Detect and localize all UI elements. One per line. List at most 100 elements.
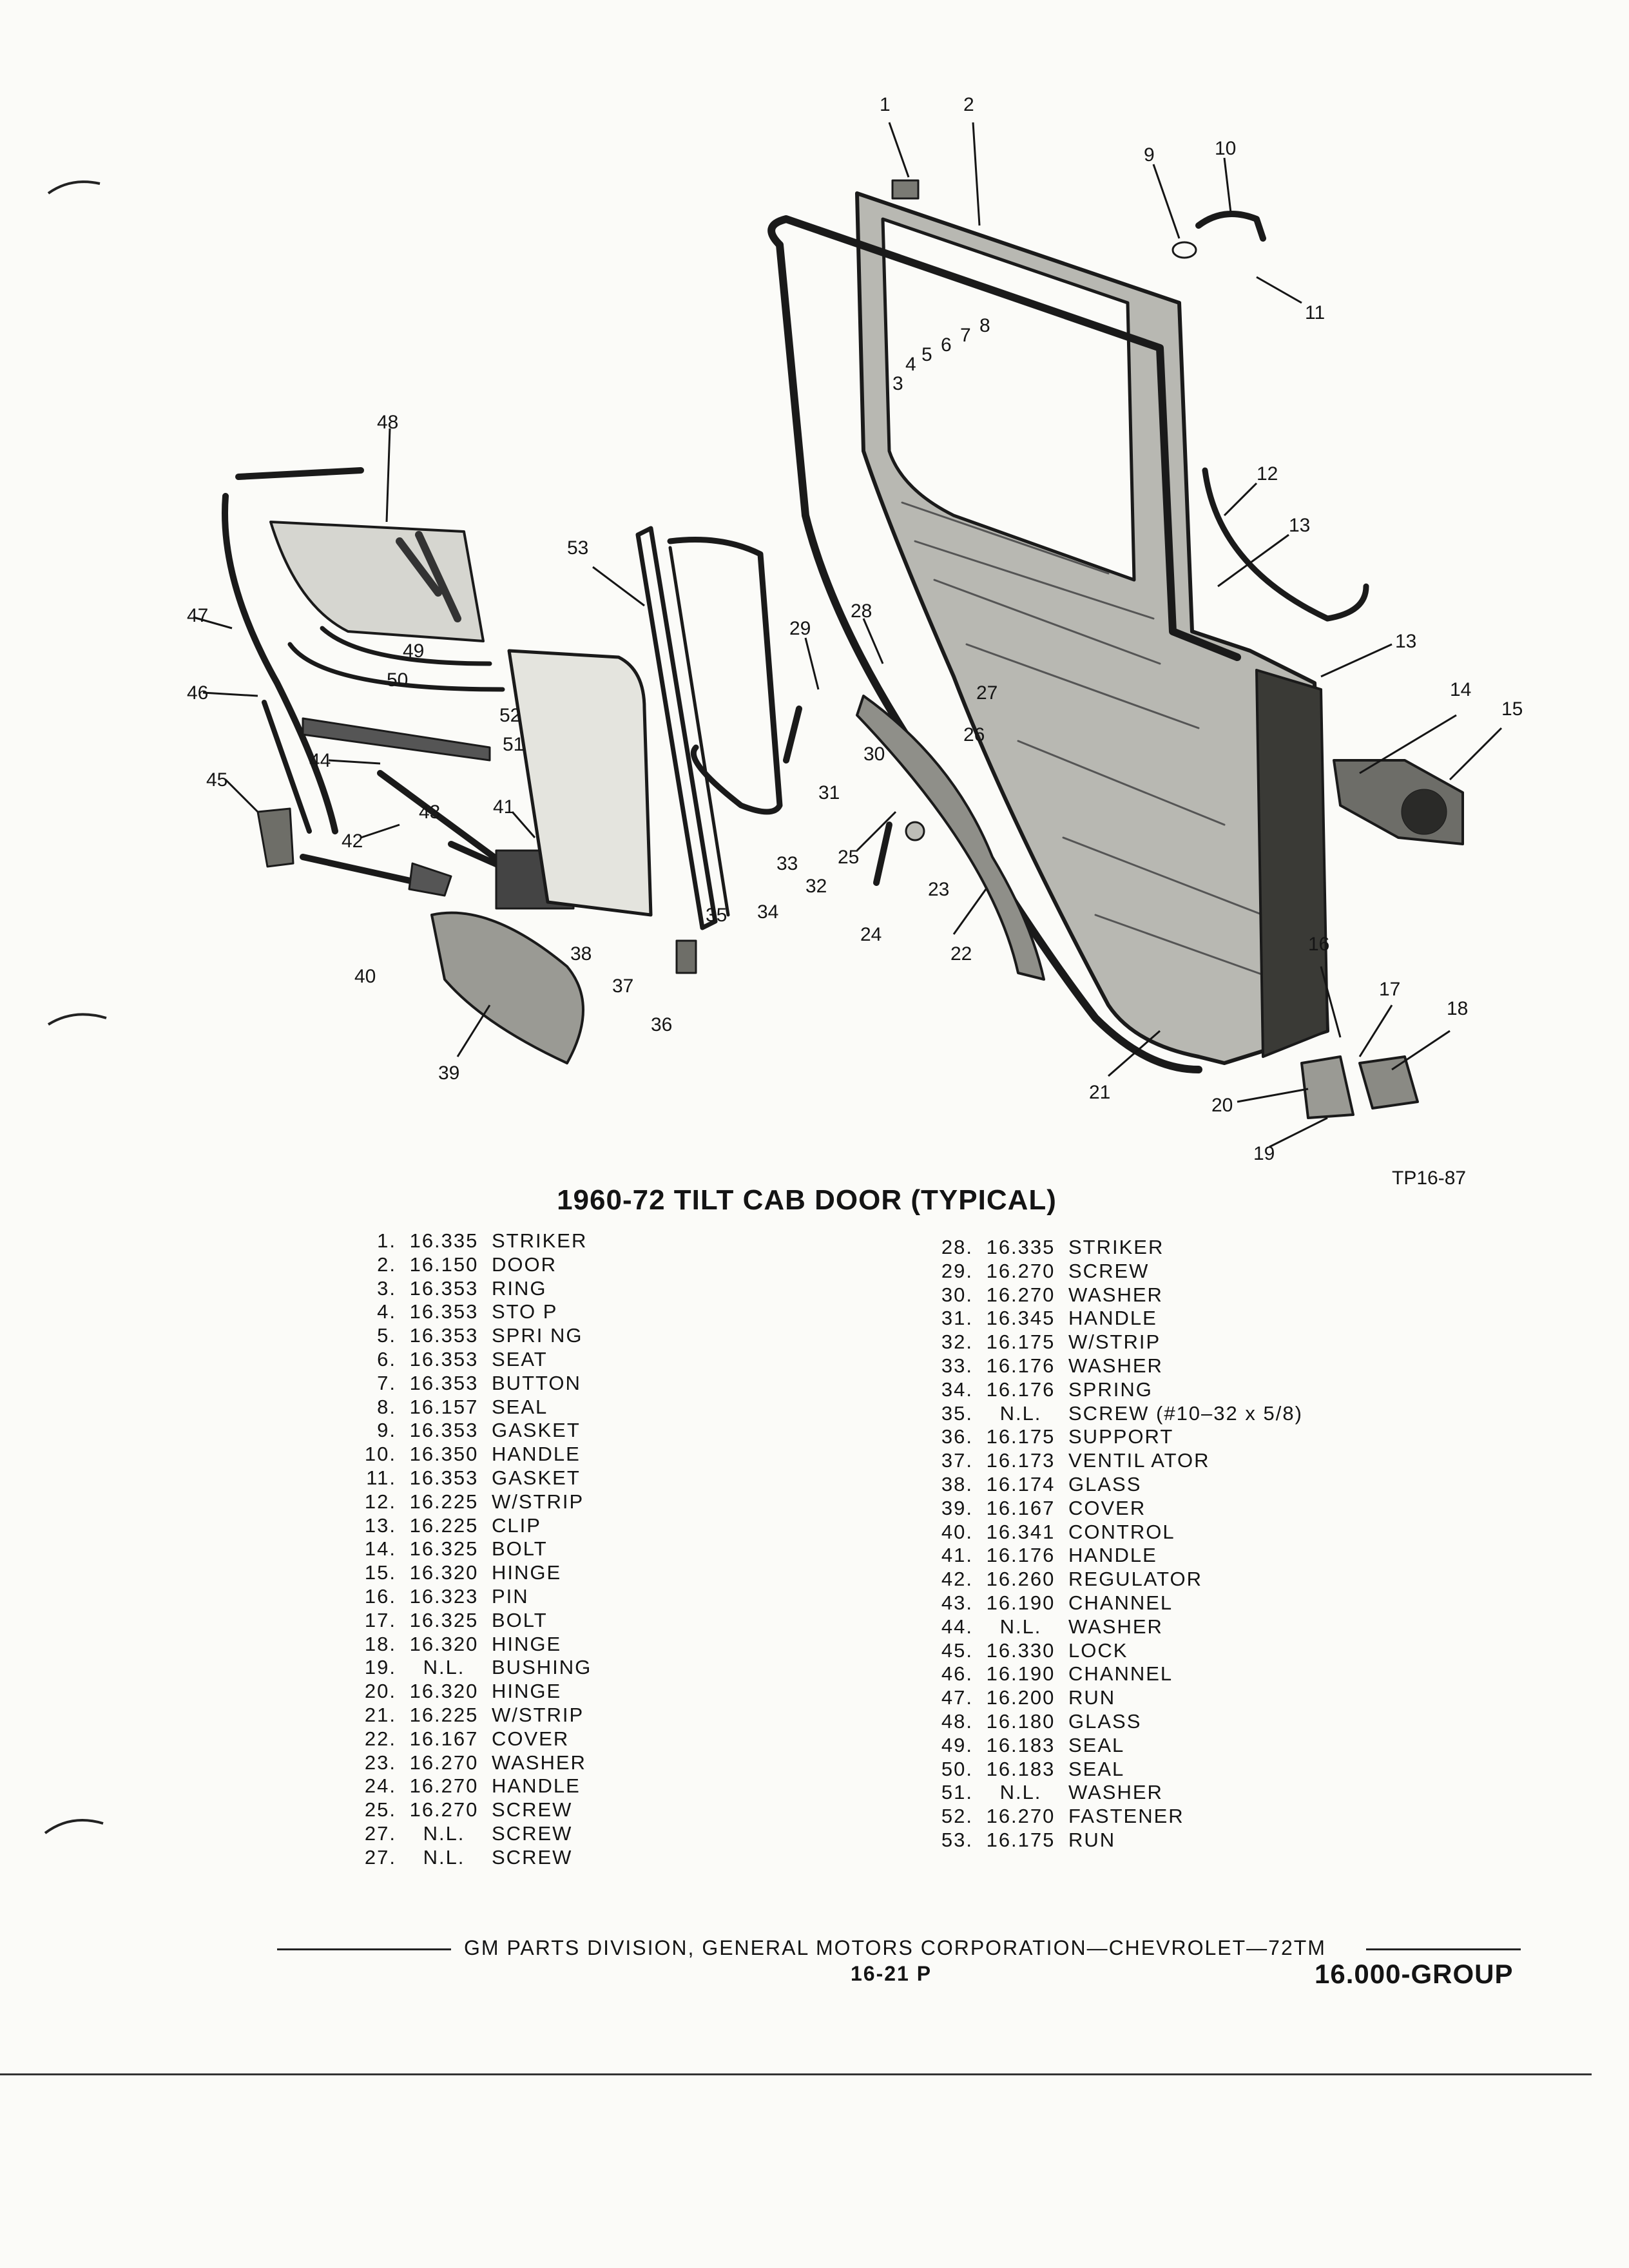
gasket-9 bbox=[1171, 241, 1197, 259]
part-description: SCREW (#10–32 x 5/8) bbox=[1068, 1401, 1303, 1425]
part-code: 16.325 bbox=[409, 1608, 479, 1631]
leader-13-b bbox=[1320, 643, 1393, 678]
callout-36: 36 bbox=[651, 1014, 672, 1035]
part-description: STRIKER bbox=[492, 1229, 588, 1252]
lock-45 bbox=[256, 807, 294, 868]
page-number: 16-21 P bbox=[851, 1962, 932, 1985]
callout-31: 31 bbox=[818, 782, 840, 803]
part-description: HANDLE bbox=[492, 1443, 581, 1466]
leader-48 bbox=[385, 428, 391, 523]
part-number: 10. bbox=[364, 1443, 396, 1466]
callout-51: 51 bbox=[503, 734, 524, 755]
part-description: CLIP bbox=[492, 1514, 541, 1537]
callout-29: 29 bbox=[789, 618, 811, 639]
channel-46 bbox=[262, 700, 312, 834]
part-number: 23. bbox=[364, 1751, 396, 1774]
part-code: 16.175 bbox=[986, 1331, 1055, 1354]
part-code: 16.260 bbox=[986, 1568, 1055, 1591]
part-code: 16.270 bbox=[409, 1798, 479, 1821]
callout-37: 37 bbox=[612, 975, 633, 997]
callout-13-a: 13 bbox=[1289, 515, 1310, 536]
callout-33: 33 bbox=[776, 853, 798, 874]
leader-1 bbox=[888, 122, 910, 178]
callout-7: 7 bbox=[960, 325, 971, 346]
ventilator-frame-37 bbox=[635, 526, 718, 930]
part-number: 41. bbox=[941, 1544, 973, 1567]
part-code: 16.183 bbox=[986, 1757, 1055, 1780]
part-number: 34. bbox=[941, 1378, 973, 1401]
part-code: 16.270 bbox=[986, 1283, 1055, 1306]
washer-23 bbox=[905, 821, 925, 841]
part-code: 16.176 bbox=[986, 1378, 1055, 1401]
part-description: HINGE bbox=[492, 1632, 562, 1655]
leader-39 bbox=[456, 1004, 491, 1057]
part-description: WASHER bbox=[1068, 1354, 1163, 1377]
leader-46 bbox=[202, 691, 258, 697]
part-number: 50. bbox=[941, 1757, 973, 1780]
callout-32: 32 bbox=[805, 876, 827, 897]
part-description: CONTROL bbox=[1068, 1520, 1175, 1543]
part-number: 42. bbox=[941, 1568, 973, 1591]
part-number: 43. bbox=[941, 1591, 973, 1614]
part-description: SEAL bbox=[1068, 1757, 1125, 1780]
part-row: 35.N.L.SCREW (#10–32 x 5/8) bbox=[928, 1402, 1303, 1426]
seal-50 bbox=[287, 642, 505, 692]
part-description: LOCK bbox=[1068, 1639, 1128, 1662]
leader-20 bbox=[1237, 1088, 1309, 1103]
part-description: DOOR bbox=[492, 1253, 557, 1276]
part-number: 25. bbox=[364, 1798, 396, 1821]
part-number: 28. bbox=[941, 1236, 973, 1258]
callout-47: 47 bbox=[187, 605, 208, 626]
part-number: 17. bbox=[364, 1608, 396, 1631]
leader-11 bbox=[1256, 276, 1302, 304]
striker-1 bbox=[891, 179, 920, 200]
vent-glass-38 bbox=[507, 649, 653, 917]
part-description: HINGE bbox=[492, 1561, 562, 1584]
callout-53: 53 bbox=[567, 537, 588, 559]
part-number: 48. bbox=[941, 1709, 973, 1733]
part-number: 44. bbox=[941, 1615, 973, 1638]
part-code: 16.270 bbox=[409, 1774, 479, 1798]
callout-46: 46 bbox=[187, 682, 208, 704]
part-description: BUTTON bbox=[492, 1371, 581, 1394]
callout-23: 23 bbox=[928, 879, 949, 900]
part-code: 16.270 bbox=[986, 1805, 1055, 1828]
part-code: N.L. bbox=[423, 1656, 465, 1679]
part-code: 16.225 bbox=[409, 1490, 479, 1513]
part-description: STO P bbox=[492, 1300, 558, 1323]
cover-22 bbox=[856, 695, 1045, 981]
leader-25 bbox=[856, 811, 897, 852]
leader-2 bbox=[972, 122, 981, 226]
callout-21: 21 bbox=[1089, 1082, 1110, 1103]
callout-43: 43 bbox=[419, 802, 440, 823]
callout-16: 16 bbox=[1308, 934, 1329, 955]
page-title: 1960-72 TILT CAB DOOR (TYPICAL) bbox=[0, 1184, 1629, 1216]
part-number: 46. bbox=[941, 1662, 973, 1686]
callout-24: 24 bbox=[860, 924, 882, 945]
footer-rule-right bbox=[1366, 1948, 1521, 1950]
callout-38: 38 bbox=[570, 943, 592, 965]
footer-rule-left bbox=[277, 1948, 451, 1950]
part-code: 16.225 bbox=[409, 1703, 479, 1726]
part-code: 16.190 bbox=[986, 1662, 1055, 1686]
callout-12: 12 bbox=[1257, 463, 1278, 485]
part-number: 35. bbox=[941, 1401, 973, 1425]
callout-48: 48 bbox=[377, 412, 398, 433]
leader-16 bbox=[1320, 966, 1342, 1038]
part-number: 49. bbox=[941, 1733, 973, 1756]
part-description: WASHER bbox=[492, 1751, 586, 1774]
part-code: 16.200 bbox=[986, 1686, 1055, 1709]
callout-42: 42 bbox=[342, 831, 363, 852]
part-description: W/STRIP bbox=[1068, 1331, 1161, 1354]
part-number: 8. bbox=[377, 1395, 396, 1418]
